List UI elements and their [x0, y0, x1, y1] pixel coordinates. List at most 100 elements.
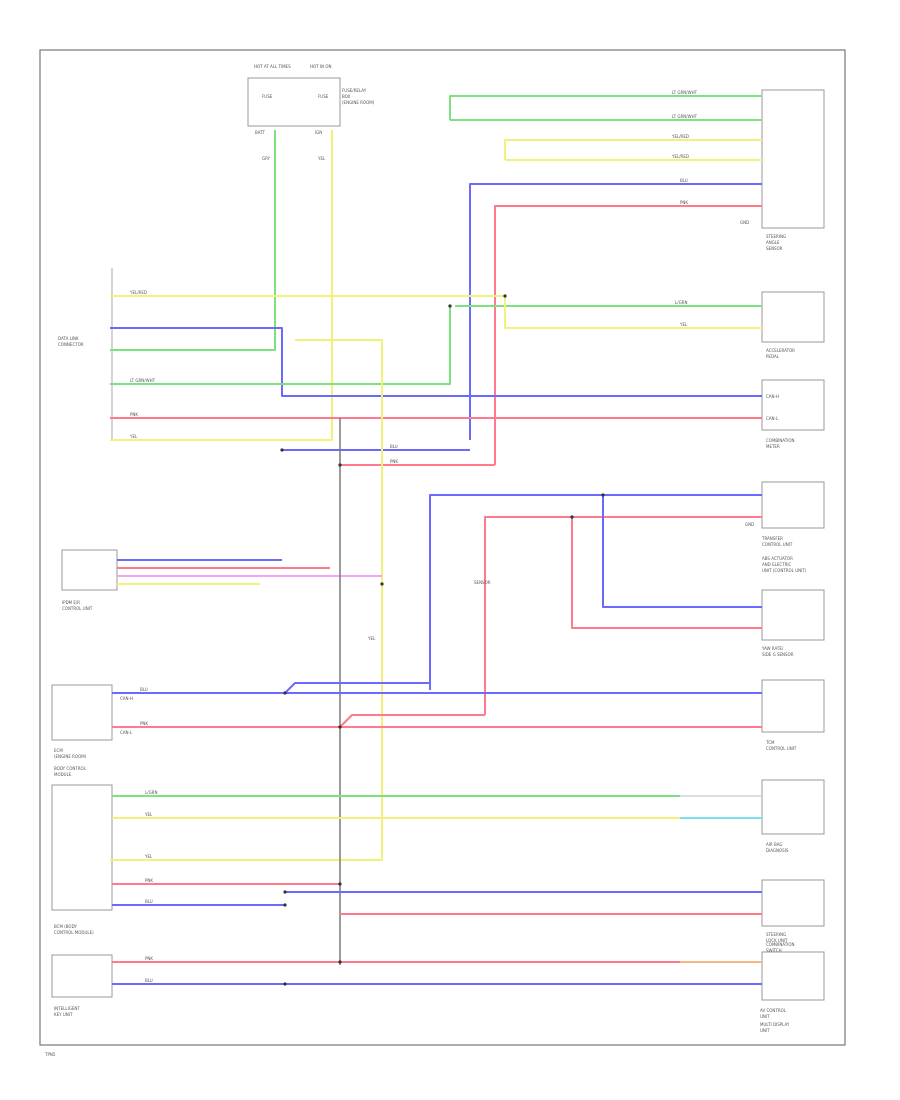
svg-text:CAN-L: CAN-L: [120, 730, 133, 735]
svg-text:YEL/RED: YEL/RED: [671, 134, 689, 139]
wire-red-transfer: [484, 516, 762, 715]
svg-text:BLU: BLU: [390, 444, 398, 449]
av-control-label: AV CONTROL UNIT MULTI DISPLAY UNIT: [760, 1008, 790, 1033]
svg-text:COMBINATION: COMBINATION: [766, 942, 795, 947]
svg-text:MULTI DISPLAY: MULTI DISPLAY: [760, 1022, 790, 1027]
svg-text:PNK: PNK: [140, 721, 148, 726]
svg-text:DATA LINK: DATA LINK: [58, 336, 79, 341]
svg-text:FUSE/RELAY: FUSE/RELAY: [342, 88, 367, 93]
svg-text:GND: GND: [740, 220, 749, 225]
svg-text:KEY UNIT: KEY UNIT: [54, 1012, 73, 1017]
splice-points: [280, 294, 605, 986]
svg-text:GND: GND: [745, 522, 754, 527]
svg-text:BATT: BATT: [255, 130, 266, 135]
wire-red-top: [494, 205, 762, 465]
svg-text:INTELLIGENT: INTELLIGENT: [54, 1006, 80, 1011]
steering-angle-sensor: STEERING ANGLE SENSOR: [761, 89, 825, 251]
body-control-module: BODY CONTROL MODULE: [51, 766, 113, 911]
svg-text:CONTROL UNIT: CONTROL UNIT: [762, 542, 793, 547]
svg-text:BLU: BLU: [140, 687, 148, 692]
svg-text:L/GRN: L/GRN: [145, 790, 157, 795]
svg-text:BLU: BLU: [145, 899, 153, 904]
data-link-connector: DATA LINK CONNECTOR: [58, 268, 113, 440]
wire-red-ecm-jog: [339, 714, 485, 728]
svg-text:FUSE: FUSE: [318, 94, 329, 99]
accelerator-pedal: ACCELERATOR PEDAL: [761, 291, 825, 359]
svg-text:CAN-H: CAN-H: [120, 696, 133, 701]
wire-yellow-top: [504, 139, 762, 160]
svg-text:(ENGINE ROOM): (ENGINE ROOM): [54, 754, 87, 759]
steering-lock-unit: STEERING LOCK UNIT: [761, 879, 825, 943]
wire-red-yaw: [571, 517, 762, 629]
wire-blue-yaw: [602, 495, 762, 608]
svg-text:YEL/RED: YEL/RED: [129, 290, 147, 295]
wires: [110, 95, 762, 985]
svg-text:SWITCH: SWITCH: [766, 948, 782, 953]
svg-text:TCM: TCM: [765, 740, 775, 745]
svg-text:BODY CONTROL: BODY CONTROL: [54, 766, 87, 771]
svg-text:AND ELECTRIC: AND ELECTRIC: [762, 562, 792, 567]
svg-text:UNIT (CONTROL UNIT): UNIT (CONTROL UNIT): [762, 568, 807, 573]
svg-text:BCM (BODY: BCM (BODY: [54, 924, 77, 929]
svg-text:STEERING: STEERING: [766, 932, 786, 937]
bcm-lower: BCM (BODY CONTROL MODULE): [54, 924, 94, 935]
fuse-box: HOT AT ALL TIMES HOT IN ON FUSE FUSE FUS…: [247, 64, 375, 127]
wire-blue-top: [469, 183, 762, 440]
svg-text:PNK: PNK: [130, 412, 138, 417]
svg-text:HOT IN ON: HOT IN ON: [310, 64, 331, 69]
wire-labels: LT GRN/WHT LT GRN/WHT YEL/RED YEL/RED BL…: [120, 90, 754, 983]
svg-text:PNK: PNK: [390, 459, 398, 464]
svg-text:CONNECTOR: CONNECTOR: [58, 342, 84, 347]
svg-text:YAW RATE/: YAW RATE/: [761, 646, 784, 651]
svg-text:PNK: PNK: [145, 956, 153, 961]
svg-text:YEL/RED: YEL/RED: [671, 154, 689, 159]
svg-text:LT GRN/WHT: LT GRN/WHT: [672, 114, 698, 119]
svg-text:TRANSFER: TRANSFER: [761, 536, 783, 541]
air-bag-unit: AIR BAG DIAGNOSIS: [761, 779, 825, 853]
wire-blue-dlc: [110, 327, 762, 397]
svg-text:PEDAL: PEDAL: [766, 354, 780, 359]
svg-text:DIAGNOSIS: DIAGNOSIS: [766, 848, 789, 853]
svg-text:BLU: BLU: [145, 978, 153, 983]
abs-actuator-label: ABS ACTUATOR AND ELECTRIC UNIT (CONTROL …: [762, 556, 807, 573]
svg-text:COMBINATION: COMBINATION: [766, 438, 795, 443]
svg-text:SIDE G SENSOR: SIDE G SENSOR: [762, 652, 794, 657]
svg-text:CAN-L: CAN-L: [766, 416, 779, 421]
diagram-frame: [39, 49, 846, 1046]
svg-text:PNK: PNK: [680, 200, 688, 205]
svg-text:CONTROL UNIT: CONTROL UNIT: [62, 606, 93, 611]
svg-text:CONTROL UNIT: CONTROL UNIT: [766, 746, 797, 751]
svg-text:LT GRN/WHT: LT GRN/WHT: [130, 378, 156, 383]
tcm-unit: TCM CONTROL UNIT: [761, 679, 825, 751]
svg-text:YEL: YEL: [144, 812, 153, 817]
ecm-unit: ECM (ENGINE ROOM): [51, 684, 113, 759]
svg-text:AV CONTROL: AV CONTROL: [760, 1008, 787, 1013]
svg-text:IGN: IGN: [315, 130, 322, 135]
svg-text:YEL: YEL: [129, 434, 138, 439]
ipdm-unit: IPDM E/R CONTROL UNIT: [61, 549, 118, 611]
svg-text:IPDM E/R: IPDM E/R: [62, 600, 80, 605]
svg-text:SENSOR: SENSOR: [474, 580, 491, 585]
wire-green-dlc2: [110, 306, 451, 385]
wire-yellow-long: [110, 339, 383, 861]
svg-text:BOX: BOX: [342, 94, 351, 99]
svg-text:CAN-H: CAN-H: [766, 394, 779, 399]
svg-text:ABS ACTUATOR: ABS ACTUATOR: [762, 556, 793, 561]
svg-text:GRY: GRY: [262, 156, 271, 161]
svg-text:SENSOR: SENSOR: [766, 246, 783, 251]
svg-text:BLU: BLU: [680, 178, 688, 183]
wire-yellow-fuse: [110, 130, 333, 441]
svg-text:YEL: YEL: [144, 854, 153, 859]
svg-text:STEERING: STEERING: [766, 234, 786, 239]
transfer-control-unit: TRANSFER CONTROL UNIT: [761, 481, 825, 547]
wire-blue-transfer: [429, 494, 762, 690]
svg-text:HOT AT ALL TIMES: HOT AT ALL TIMES: [254, 64, 291, 69]
footer-code: TPN5: [44, 1052, 56, 1057]
svg-text:LOCK UNIT: LOCK UNIT: [766, 938, 788, 943]
yaw-rate-sensor: YAW RATE/ SIDE G SENSOR: [761, 589, 825, 657]
svg-text:AIR BAG: AIR BAG: [766, 842, 782, 847]
svg-text:ACCELERATOR: ACCELERATOR: [766, 348, 795, 353]
svg-text:METER: METER: [766, 444, 780, 449]
wire-green-top: [449, 95, 762, 120]
